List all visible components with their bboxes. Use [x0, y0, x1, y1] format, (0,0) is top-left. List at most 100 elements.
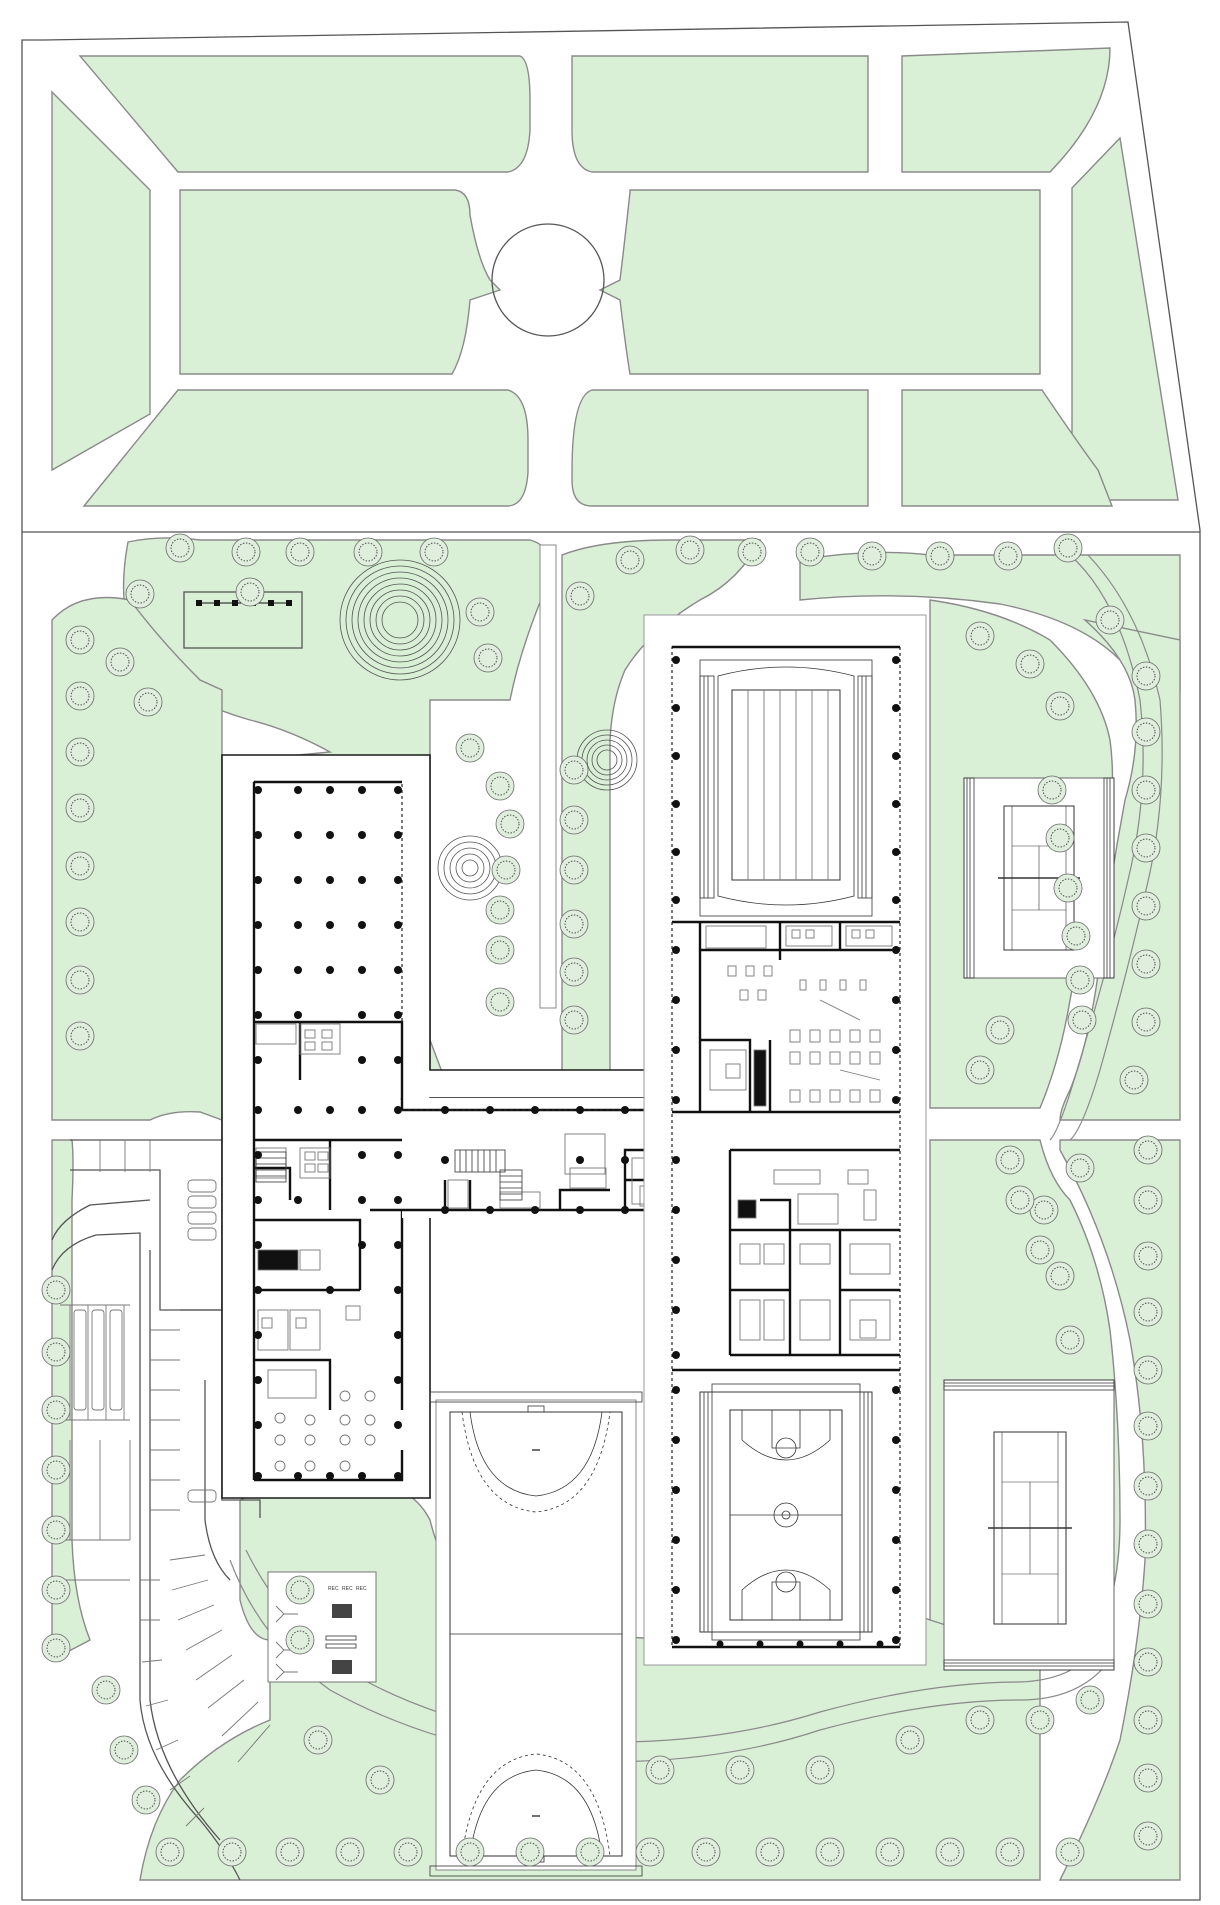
tree-icon — [65, 907, 95, 937]
tree-icon — [105, 647, 135, 677]
tree-canopy — [1138, 1302, 1158, 1322]
tree-icon — [275, 1837, 305, 1867]
tree-icon — [737, 537, 767, 567]
tree-canopy — [1138, 1768, 1158, 1788]
tree-canopy — [1030, 1240, 1050, 1260]
tree-canopy — [478, 648, 498, 668]
tree-icon — [91, 1675, 121, 1705]
tree-icon — [1025, 1705, 1055, 1735]
tree-icon — [1053, 873, 1083, 903]
parked-cars — [73, 1179, 217, 1503]
basketball-hall — [672, 1368, 900, 1649]
tree-icon — [231, 537, 261, 567]
tree-canopy — [1072, 1010, 1092, 1030]
tree-icon — [857, 541, 887, 571]
tree-canopy — [358, 542, 378, 562]
tree-icon — [1045, 691, 1075, 721]
tree-icon — [41, 1395, 71, 1425]
tree-canopy — [1000, 1842, 1020, 1862]
building-left-wing — [221, 754, 663, 1499]
tree-canopy — [222, 1842, 242, 1862]
tree-icon — [1133, 1529, 1163, 1559]
tree-canopy — [970, 1060, 990, 1080]
tree-icon — [1133, 1705, 1163, 1735]
tree-canopy — [1124, 1070, 1144, 1090]
tree-icon — [635, 1837, 665, 1867]
tree-icon — [965, 1055, 995, 1085]
tree-canopy — [862, 546, 882, 566]
tree-canopy — [940, 1842, 960, 1862]
tree-canopy — [1138, 1534, 1158, 1554]
tree-canopy — [564, 1010, 584, 1030]
tree-icon — [1053, 533, 1083, 563]
tree-canopy — [1000, 1150, 1020, 1170]
tree-canopy — [290, 1630, 310, 1650]
equipment-label-2: REC — [342, 1586, 353, 1592]
tree-canopy — [46, 1638, 66, 1658]
tree-icon — [1065, 1153, 1095, 1183]
tree-canopy — [1060, 1842, 1080, 1862]
tree-icon — [935, 1837, 965, 1867]
tree-canopy — [490, 992, 510, 1012]
tree-icon — [485, 895, 515, 925]
tree-icon — [1015, 649, 1045, 679]
tree-icon — [1133, 1241, 1163, 1271]
tree-icon — [895, 1725, 925, 1755]
tree-icon — [691, 1837, 721, 1867]
tree-canopy — [1138, 1416, 1158, 1436]
tree-canopy — [1138, 1594, 1158, 1614]
tree-canopy — [70, 742, 90, 762]
tree-icon — [485, 935, 515, 965]
tree-canopy — [1138, 1190, 1158, 1210]
tree-icon — [109, 1735, 139, 1765]
tree-icon — [1061, 921, 1091, 951]
tree-icon — [615, 545, 645, 575]
tree-icon — [1133, 1589, 1163, 1619]
tree-canopy — [308, 1730, 328, 1750]
equipment-label-3: REC — [356, 1586, 367, 1592]
pool — [731, 689, 841, 881]
tree-canopy — [564, 760, 584, 780]
tree-canopy — [1136, 780, 1156, 800]
tree-canopy — [46, 1342, 66, 1362]
equipment-label-1: REC — [328, 1586, 339, 1592]
tree-icon — [1045, 1261, 1075, 1291]
tree-canopy — [70, 1026, 90, 1046]
tree-icon — [1131, 949, 1161, 979]
tree-canopy — [490, 900, 510, 920]
tree-canopy — [1136, 838, 1156, 858]
tree-icon — [65, 793, 95, 823]
changing-rooms — [728, 1148, 900, 1357]
tree-icon — [1133, 1411, 1163, 1441]
tree-canopy — [800, 542, 820, 562]
tree-canopy — [290, 1580, 310, 1600]
tree-canopy — [46, 1520, 66, 1540]
tree-icon — [495, 809, 525, 839]
tree-icon — [1055, 1325, 1085, 1355]
cafeteria-tables — [274, 1390, 376, 1472]
tree-canopy — [460, 738, 480, 758]
tree-canopy — [1138, 1652, 1158, 1672]
tree-canopy — [70, 630, 90, 650]
central-roundabout — [491, 223, 605, 337]
tree-canopy — [760, 1842, 780, 1862]
tree-canopy — [1058, 538, 1078, 558]
tree-icon — [485, 987, 515, 1017]
tree-icon — [41, 1455, 71, 1485]
tree-canopy — [398, 1842, 418, 1862]
tree-canopy — [1010, 1190, 1030, 1210]
tree-canopy — [1138, 1710, 1158, 1730]
tree-icon — [1045, 823, 1075, 853]
tree-icon — [1131, 775, 1161, 805]
tree-canopy — [496, 860, 516, 880]
site-paths — [229, 544, 1163, 1763]
tree-canopy — [1136, 722, 1156, 742]
tree-icon — [875, 1837, 905, 1867]
pool-hall — [672, 645, 900, 924]
tree-canopy — [280, 1842, 300, 1862]
tree-canopy — [138, 692, 158, 712]
tree-canopy — [1050, 696, 1070, 716]
tree-icon — [805, 1755, 835, 1785]
tree-canopy — [1060, 1330, 1080, 1350]
